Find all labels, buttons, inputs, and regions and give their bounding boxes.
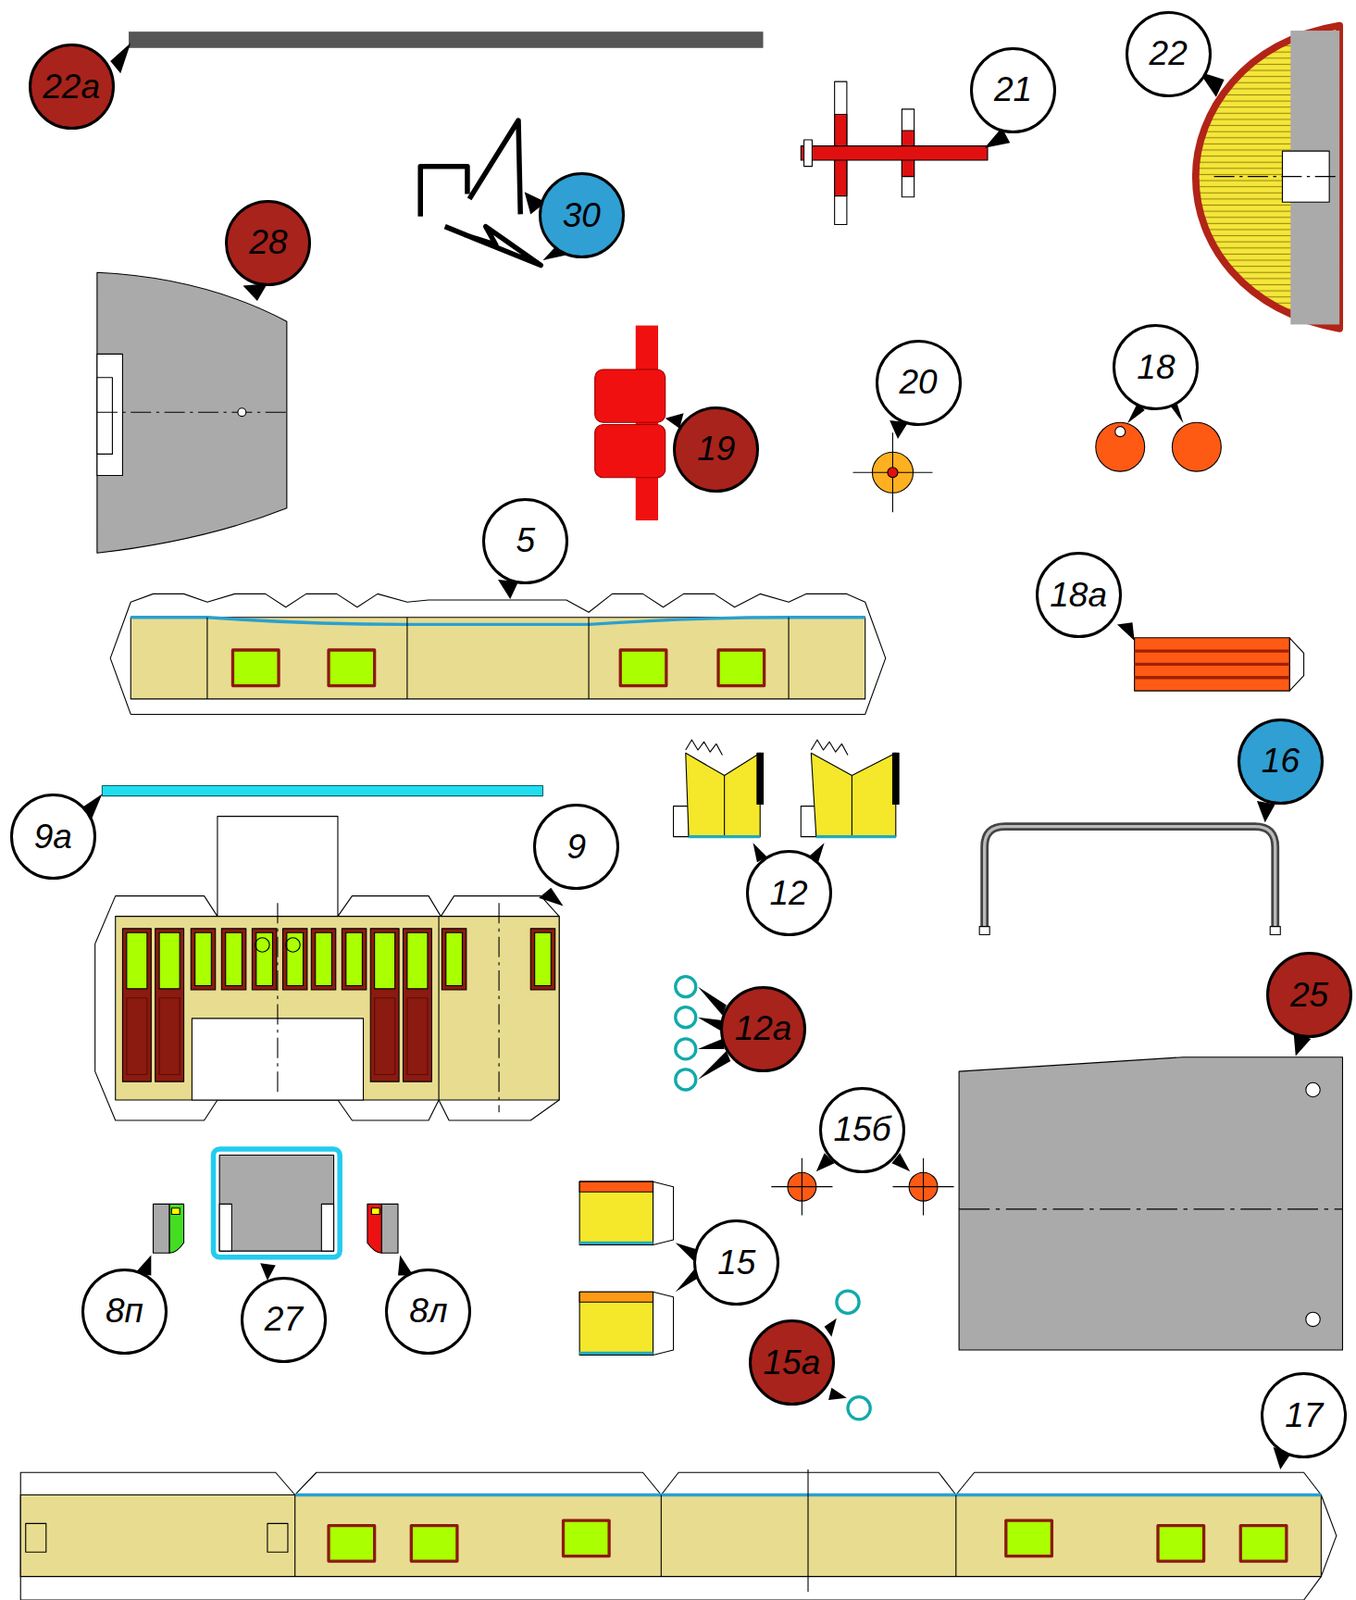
callout-label: 8п: [105, 1291, 144, 1331]
callout-number: 21: [970, 47, 1057, 134]
callout-number: 5: [482, 497, 569, 585]
callout-number: 8п: [81, 1268, 168, 1355]
callout-number: 15: [693, 1219, 780, 1306]
part-16: [979, 826, 1281, 935]
callout-label: 9: [567, 827, 587, 867]
part-21: [800, 81, 988, 224]
callout-number: 18: [1112, 323, 1199, 411]
part-28: [97, 272, 287, 553]
callout-number: 16: [1237, 718, 1324, 805]
part-27: [213, 1148, 341, 1257]
callout-label: 15: [717, 1243, 756, 1282]
callout-label: 15а: [763, 1343, 822, 1382]
part-9: [95, 816, 560, 1120]
callout-label: 27: [264, 1299, 303, 1339]
part-8p: [153, 1203, 185, 1253]
callout-label: 18: [1136, 348, 1175, 387]
part-9a: [101, 785, 543, 797]
callout-label: 20: [899, 362, 938, 402]
callout-number: 12: [746, 849, 833, 936]
part-12a: [675, 976, 697, 1090]
callout-number: 17: [1260, 1371, 1347, 1458]
callout-label: 18а: [1049, 575, 1108, 615]
callout-number: 25: [1266, 951, 1353, 1038]
callout-number: 15б: [819, 1086, 906, 1173]
part-30: [420, 120, 541, 265]
callout-label: 22а: [42, 67, 100, 107]
callout-number: 8л: [385, 1268, 472, 1355]
callout-label: 9а: [34, 817, 73, 857]
part-22a: [128, 31, 763, 49]
callout-number: 18а: [1035, 551, 1122, 638]
callout-number: 19: [672, 406, 759, 493]
part-15: [579, 1181, 673, 1355]
callout-label: 21: [994, 70, 1033, 110]
part-18: [1095, 422, 1222, 472]
callout-label: 16: [1261, 741, 1300, 781]
callout-label: 22: [1149, 34, 1188, 74]
callout-number: 27: [240, 1276, 327, 1363]
callout-label: 19: [696, 429, 735, 469]
callout-label: 28: [248, 223, 287, 262]
callout-label: 5: [515, 521, 535, 560]
part-8l: [367, 1203, 399, 1253]
callout-number: 9а: [10, 793, 97, 880]
callout-number: 12а: [720, 985, 807, 1072]
part-15a: [836, 1290, 871, 1419]
callout-number: 20: [875, 339, 962, 426]
part-5: [110, 593, 886, 714]
part-20: [853, 432, 934, 512]
part-12: [673, 739, 900, 837]
callout-label: 25: [1290, 975, 1329, 1015]
part-22: [1195, 25, 1340, 329]
callout-number: 9: [533, 803, 620, 890]
part-19: [595, 325, 666, 521]
callout-number: 30: [538, 172, 625, 259]
callout-label: 30: [562, 196, 601, 236]
callout-number: 28: [224, 199, 312, 287]
callout-label: 12: [770, 873, 809, 913]
callout-number: 22: [1125, 11, 1212, 98]
callout-label: 12а: [734, 1008, 793, 1048]
part-17: [20, 1468, 1337, 1600]
callout-label: 15б: [833, 1109, 891, 1149]
callout-label: 17: [1284, 1395, 1323, 1435]
part-25: [958, 1057, 1343, 1350]
callout-label: 8л: [409, 1291, 448, 1331]
part-18a: [1134, 637, 1305, 691]
callout-number: 15а: [748, 1318, 835, 1406]
callout-number: 22а: [28, 43, 115, 130]
